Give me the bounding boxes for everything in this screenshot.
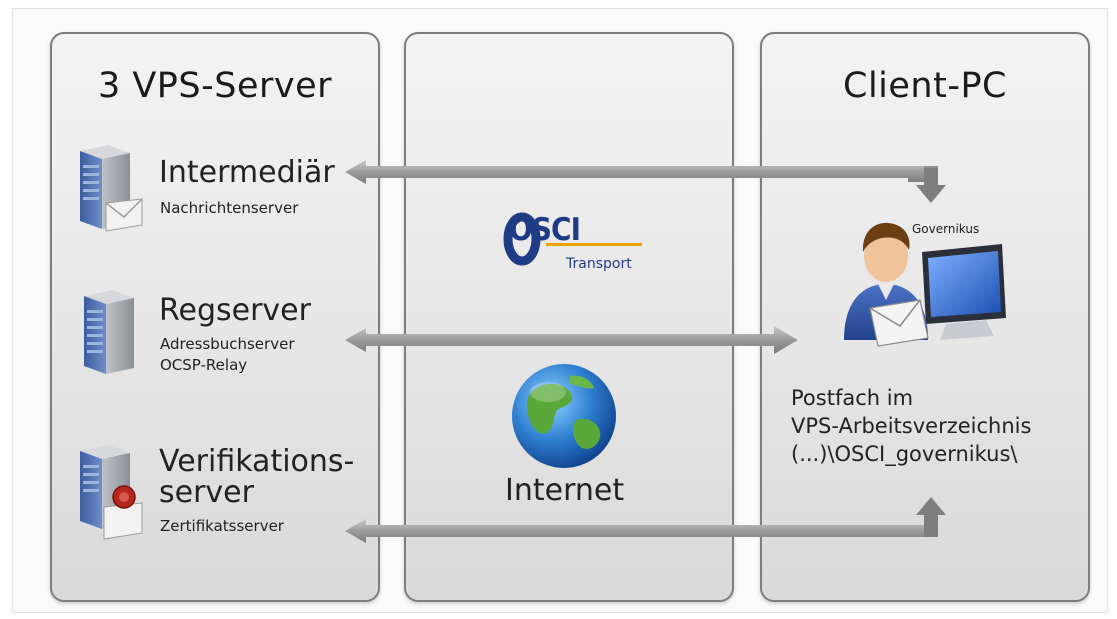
panel-title-vps-server: 3 VPS-Server (97, 66, 333, 106)
arrow-intermediaer (345, 160, 946, 203)
server-name-server: server (159, 475, 254, 510)
arrow-verifikationsserver (345, 497, 946, 543)
server-sub-ocsp-relay: OCSP-Relay (160, 356, 248, 374)
server-sub-nachrichtenserver: Nachrichtenserver (160, 199, 299, 217)
arrow-regserver (345, 326, 798, 354)
internet-label: Internet (505, 473, 625, 508)
server-icon (84, 290, 134, 374)
server-name-regserver: Regserver (159, 293, 311, 328)
server-certificate-icon (80, 445, 143, 540)
server-name-verifikations: Verifikations- (159, 444, 355, 479)
server-sub-adressbuchserver: Adressbuchserver (160, 335, 295, 353)
mailbox-line-3: (...)\OSCI_governikus\ (791, 442, 1018, 466)
user-computer-mail-icon (844, 222, 1006, 347)
panel-title-client-pc: Client-PC (843, 66, 1007, 106)
mailbox-line-1: Postfach im (791, 386, 914, 410)
globe-icon (512, 364, 616, 468)
osci-logo-text: OSCI (509, 212, 581, 248)
server-sub-zertifikatsserver: Zertifikatsserver (160, 517, 284, 535)
server-name-intermediaer: Intermediär (159, 155, 335, 190)
transport-panel (404, 32, 734, 602)
mailbox-path-text: Postfach im VPS-Arbeitsverzeichnis (...)… (791, 384, 1031, 468)
mailbox-line-2: VPS-Arbeitsverzeichnis (791, 414, 1032, 438)
osci-transport-logo (503, 212, 642, 266)
osci-logo-subtitle: Transport (566, 256, 632, 272)
governikus-label: Governikus (912, 222, 980, 236)
server-mail-icon (80, 145, 143, 232)
